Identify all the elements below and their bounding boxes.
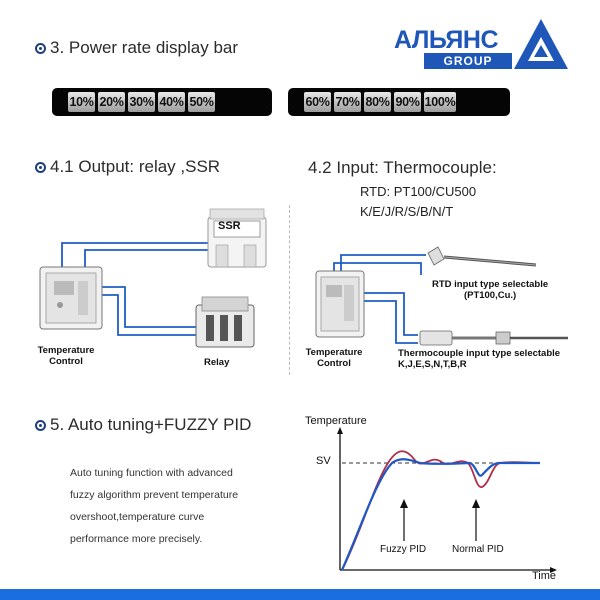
section5-title: 5. Auto tuning+FUZZY PID bbox=[35, 415, 251, 435]
graph-y-arrow bbox=[337, 427, 343, 434]
section5-title-text: 5. Auto tuning+FUZZY PID bbox=[50, 415, 252, 434]
tc-caption-line2: K,J,E,S,N,T,B,R bbox=[398, 359, 467, 370]
graph-fuzzy-label: Fuzzy PID bbox=[380, 544, 427, 555]
graph-normal-label: Normal PID bbox=[452, 544, 504, 555]
power-cell-80: 80% bbox=[364, 92, 391, 112]
rtd-caption-line1: RTD input type selectable bbox=[432, 279, 549, 290]
tc-caption-line1: Thermocouple input type selectable bbox=[398, 348, 561, 359]
logo-triangle-icon bbox=[514, 19, 568, 69]
ssr-label: SSR bbox=[218, 220, 241, 232]
section41-title: 4.1 Output: relay ,SSR bbox=[35, 157, 220, 177]
pid-response-graph bbox=[337, 427, 557, 573]
rtd-line: RTD: PT100/CU500 bbox=[360, 184, 477, 199]
section-divider bbox=[289, 205, 290, 375]
power-bar-right: 60% 70% 80% 90% 100% bbox=[288, 88, 510, 116]
section3-title-text: 3. Power rate display bar bbox=[50, 38, 239, 57]
section5-description: Auto tuning function with advanced fuzzy… bbox=[70, 462, 300, 550]
relay-icon bbox=[195, 296, 255, 348]
output-wiring-diagram bbox=[39, 208, 267, 348]
graph-y-axis-label: Temperature bbox=[305, 415, 367, 427]
power-cell-10: 10% bbox=[68, 92, 95, 112]
output-control-label-line2: Control bbox=[49, 356, 83, 367]
normal-pid-curve bbox=[341, 450, 541, 571]
rtd-caption-line2: (PT100,Cu.) bbox=[463, 290, 517, 301]
output-control-label-line1: Temperature bbox=[37, 345, 95, 356]
bottom-accent-band bbox=[0, 589, 600, 600]
graph-x-arrow bbox=[550, 567, 557, 573]
power-cell-20: 20% bbox=[98, 92, 125, 112]
graph-x-axis-label: Time bbox=[532, 570, 557, 582]
company-logo: АЛЬЯНС GROUP bbox=[394, 26, 514, 72]
power-bar-left: 10% 20% 30% 40% 50% bbox=[52, 88, 272, 116]
power-cell-40: 40% bbox=[158, 92, 185, 112]
output-control-label: Temperature Control bbox=[36, 345, 96, 367]
power-cell-100: 100% bbox=[424, 92, 456, 112]
power-cell-30: 30% bbox=[128, 92, 155, 112]
input-control-label: Temperature Control bbox=[304, 347, 364, 369]
bullet-icon bbox=[35, 161, 46, 173]
desc-line-1: Auto tuning function with advanced bbox=[70, 467, 233, 479]
rtd-probe-icon bbox=[427, 246, 537, 267]
ssr-module-icon bbox=[207, 208, 267, 268]
section3-title: 3. Power rate display bar bbox=[35, 38, 238, 58]
temperature-controller-icon bbox=[315, 270, 365, 338]
relay-label: Relay bbox=[204, 357, 230, 368]
bullet-icon bbox=[35, 419, 46, 431]
thermocouple-probe-icon bbox=[419, 330, 568, 346]
power-cell-70: 70% bbox=[334, 92, 361, 112]
tc-caption: Thermocouple input type selectable K,J,E… bbox=[398, 348, 560, 370]
section41-title-text: 4.1 Output: relay ,SSR bbox=[50, 157, 221, 176]
input-control-label-line1: Temperature bbox=[305, 347, 363, 358]
input-control-label-line2: Control bbox=[317, 358, 351, 369]
input-wiring-diagram bbox=[315, 246, 568, 346]
fuzzy-pid-curve bbox=[340, 458, 540, 571]
rtd-caption: RTD input type selectable (PT100,Cu.) bbox=[432, 279, 548, 301]
logo-main-text: АЛЬЯНС bbox=[394, 26, 499, 54]
logo-group-text: GROUP bbox=[424, 53, 512, 69]
types-line: K/E/J/R/S/B/N/T bbox=[360, 204, 454, 219]
power-cell-50: 50% bbox=[188, 92, 215, 112]
desc-line-2: fuzzy algorithm prevent temperature bbox=[70, 489, 239, 501]
power-cell-60: 60% bbox=[304, 92, 331, 112]
power-cell-90: 90% bbox=[394, 92, 421, 112]
section42-title: 4.2 Input: Thermocouple: bbox=[308, 158, 497, 177]
desc-line-4: performance more precisely. bbox=[70, 533, 203, 545]
bullet-icon bbox=[35, 42, 46, 54]
desc-line-3: overshoot,temperature curve bbox=[70, 511, 205, 523]
graph-sv-label: SV bbox=[316, 455, 331, 467]
temperature-controller-icon bbox=[39, 266, 103, 330]
